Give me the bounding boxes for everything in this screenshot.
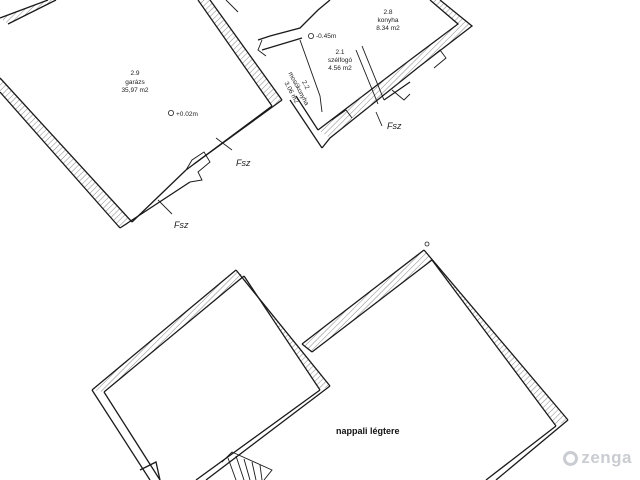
entrance-label: Fsz [174,220,189,230]
level-marker-icon [167,110,174,117]
room-number-laundry: 2.2 [300,79,311,91]
north-marker-icon [424,241,430,247]
room-area-garage: 35,97 m2 [121,87,148,94]
room-name-vestibule: szélfogó [328,57,353,64]
upper-right-room-walls [301,249,569,480]
room-area-kitchen: 8.34 m2 [376,25,400,32]
level-marker-icon [307,33,314,40]
entrance-label: Fsz [236,158,251,168]
stair [139,451,273,480]
room-number-kitchen: 2.8 [383,9,392,16]
upper-floor-plan: nappali légtere [91,241,569,480]
ground-floor-plan: 2.9 garázs 35,97 m2 +0.02m 2.8 konyha 8.… [0,0,474,230]
level-garage: +0.02m [176,111,198,118]
room-name-kitchen: konyha [378,17,399,24]
zenga-logo-icon [563,450,579,466]
zenga-logo-text: zenga [581,448,632,467]
garage-walls [0,0,283,229]
zenga-logo: zenga [563,448,632,468]
level-vestibule: -0.45m [316,33,336,40]
entrance-arrow-icon [157,111,383,215]
room-number-garage: 2.9 [130,70,139,77]
room-area-vestibule: 4.56 m2 [328,65,352,72]
void-label: nappali légtere [336,426,400,436]
service-rooms-walls [225,0,474,149]
entrance-label: Fsz [387,121,402,131]
room-number-vestibule: 2.1 [335,49,344,56]
upper-left-room-walls [91,269,331,480]
room-name-garage: garázs [125,79,145,86]
